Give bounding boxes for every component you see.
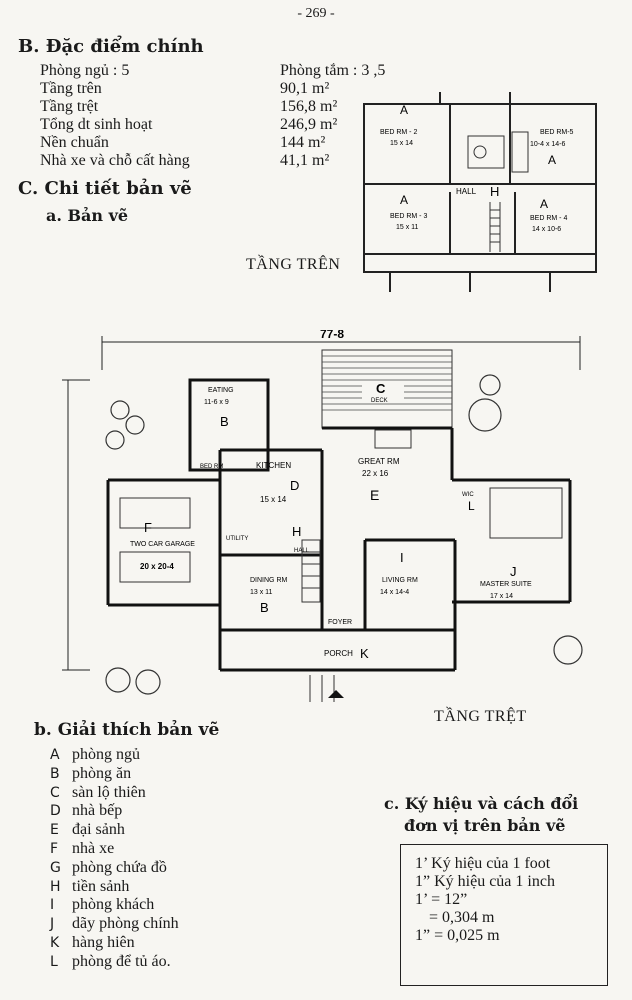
upper-bed5-name: BED RM-5: [540, 129, 574, 136]
deck-label: DECK: [371, 398, 388, 404]
utility-label: UTILITY: [226, 536, 248, 542]
kitchen-letter: D: [290, 478, 299, 493]
eating-letter: B: [220, 414, 229, 429]
living-name: LIVING RM: [382, 577, 418, 584]
upper-bed3-name: BED RM - 3: [390, 213, 427, 220]
master-size: 17 x 14: [490, 593, 513, 600]
kitchen-name: KITCHEN: [256, 461, 291, 470]
upper-bed4-name: BED RM - 4: [530, 215, 567, 222]
upper-letter-a4: A: [540, 197, 548, 211]
hall-letter: H: [292, 524, 301, 539]
spec-value-garage: 41,1 m²: [280, 152, 330, 169]
porch-letter: K: [360, 646, 369, 661]
master-name: MASTER SUITE: [480, 581, 532, 588]
upper-floor-caption: TẦNG TRÊN: [246, 256, 341, 273]
bed-rm-label: BED RM: [200, 464, 223, 470]
spec-value-upper: 90,1 m²: [280, 80, 330, 97]
upper-letter-a1: A: [400, 103, 408, 117]
living-letter: I: [400, 550, 404, 565]
spec-label-total: Tổng dt sinh hoạt: [40, 116, 153, 133]
eating-size: 11-6 x 9: [204, 399, 229, 406]
wic-letter: L: [468, 499, 475, 513]
spec-label-garage: Nhà xe và chỗ cất hàng: [40, 152, 190, 169]
foyer-label: FOYER: [328, 619, 352, 626]
spec-label-upper: Tầng trên: [40, 80, 102, 97]
upper-letter-a2: A: [548, 153, 556, 167]
units-title-line2: đơn vị trên bản vẽ: [404, 816, 566, 835]
units-box: 1’ Ký hiệu của 1 foot 1” Ký hiệu của 1 i…: [400, 844, 608, 986]
upper-letter-h: H: [490, 184, 499, 199]
porch-name: PORCH: [324, 649, 353, 658]
ground-floor-caption: TẦNG TRỆT: [434, 708, 527, 725]
spec-value-ground: 156,8 m²: [280, 98, 338, 115]
spec-value-base: 144 m²: [280, 134, 326, 151]
eating-name: EATING: [208, 387, 234, 394]
unit-foot-symbol: 1’ Ký hiệu của 1 foot: [415, 855, 551, 872]
spec-right-column: Phòng tắm : 3 ,5 90,1 m² 156,8 m² 246,9 …: [280, 62, 385, 170]
spec-label-bedrooms: Phòng ngủ : 5: [40, 62, 130, 79]
upper-bed2-size: 15 x 14: [390, 140, 413, 147]
ground-floor-plan: 77-8 46-8 C DECK: [62, 330, 583, 702]
upper-floor-plan: A BED RM - 2 15 x 14 BED RM-5 10-4 x 14-…: [363, 92, 597, 292]
garage-size: 20 x 20-4: [140, 562, 174, 571]
section-c-title: C. Chi tiết bản vẽ: [18, 178, 192, 199]
wic-label: WIC: [462, 492, 474, 498]
legend-title: b. Giải thích bản vẽ: [34, 720, 220, 740]
hall-label: HALL: [294, 548, 310, 554]
spec-value-total: 246,9 m²: [280, 116, 338, 133]
upper-bed4-size: 14 x 10-6: [532, 226, 561, 233]
master-letter: J: [510, 564, 517, 579]
great-room-letter: E: [370, 487, 379, 503]
units-title-line1: c. Ký hiệu và cách đổi: [384, 794, 579, 813]
dining-letter: B: [260, 600, 269, 615]
section-b-title: B. Đặc điểm chính: [18, 36, 204, 57]
dining-size: 13 x 11: [250, 589, 273, 596]
unit-foot-to-meter: = 0,304 m: [429, 909, 495, 926]
upper-bed2-name: BED RM - 2: [380, 129, 417, 136]
unit-foot-to-inch: 1’ = 12”: [415, 891, 468, 908]
spec-label-base: Nền chuẩn: [40, 134, 109, 151]
unit-inch-to-meter: 1” = 0,025 m: [415, 927, 500, 944]
living-size: 14 x 14-4: [380, 589, 409, 596]
deck-letter: C: [376, 381, 386, 396]
unit-inch-symbol: 1” Ký hiệu của 1 inch: [415, 873, 555, 890]
spec-label-ground: Tầng trệt: [40, 98, 99, 115]
upper-bed3-size: 15 x 11: [396, 224, 419, 231]
garage-letter: F: [144, 520, 152, 535]
dimension-width: 77-8: [320, 330, 344, 341]
spec-value-bathrooms: Phòng tắm : 3 ,5: [280, 62, 386, 79]
garage-name: TWO CAR GARAGE: [130, 541, 195, 548]
great-room-name: GREAT RM: [358, 457, 400, 466]
kitchen-size: 15 x 14: [260, 495, 287, 504]
dining-name: DINING RM: [250, 577, 288, 584]
upper-bed5-size: 10-4 x 14-6: [530, 141, 566, 148]
section-c-sub-a: a. Bản vẽ: [46, 206, 129, 225]
upper-letter-a3: A: [400, 193, 408, 207]
great-room-size: 22 x 16: [362, 469, 389, 478]
page-number: - 269 -: [297, 6, 335, 21]
spec-left-column: Phòng ngủ : 5 Tầng trên Tầng trệt Tổng d…: [40, 62, 190, 170]
upper-hall-label: HALL: [456, 187, 477, 196]
